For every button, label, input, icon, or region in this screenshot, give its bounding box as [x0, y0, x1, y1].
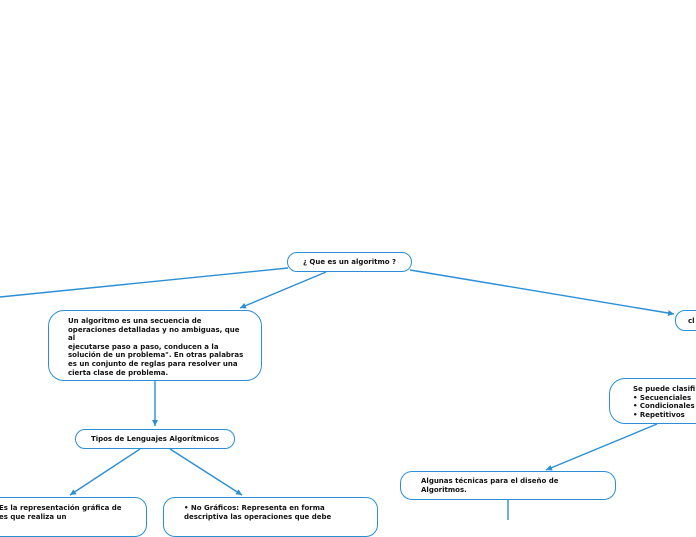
nongraphic-node[interactable]: • No Gráficos: Representa en forma descr…: [163, 497, 378, 537]
edge-root-classify: [409, 269, 675, 316]
classify-stub-node[interactable]: cl: [675, 310, 696, 331]
languages-node[interactable]: Tipos de Lenguajes Algorítmicos: [75, 429, 235, 449]
edge-root-definition: [239, 271, 327, 309]
graphic-node[interactable]: Es la representación gráfica de es que r…: [0, 497, 147, 537]
edge-languages-nongraphic: [169, 448, 243, 496]
root-node[interactable]: ¿ Que es un algoritmo ?: [287, 252, 412, 272]
techniques-node[interactable]: Algunas técnicas para el diseño de Algor…: [400, 471, 616, 500]
definition-node[interactable]: Un algoritmo es una secuencia de operaci…: [48, 310, 262, 381]
classify-node[interactable]: Se puede clasifi • Secuenciales • Condic…: [609, 378, 696, 424]
connector-lines: [0, 267, 675, 520]
edge-root-left: [0, 267, 289, 298]
edge-languages-graphic: [69, 448, 141, 496]
edge-classify-techniques: [545, 423, 658, 471]
